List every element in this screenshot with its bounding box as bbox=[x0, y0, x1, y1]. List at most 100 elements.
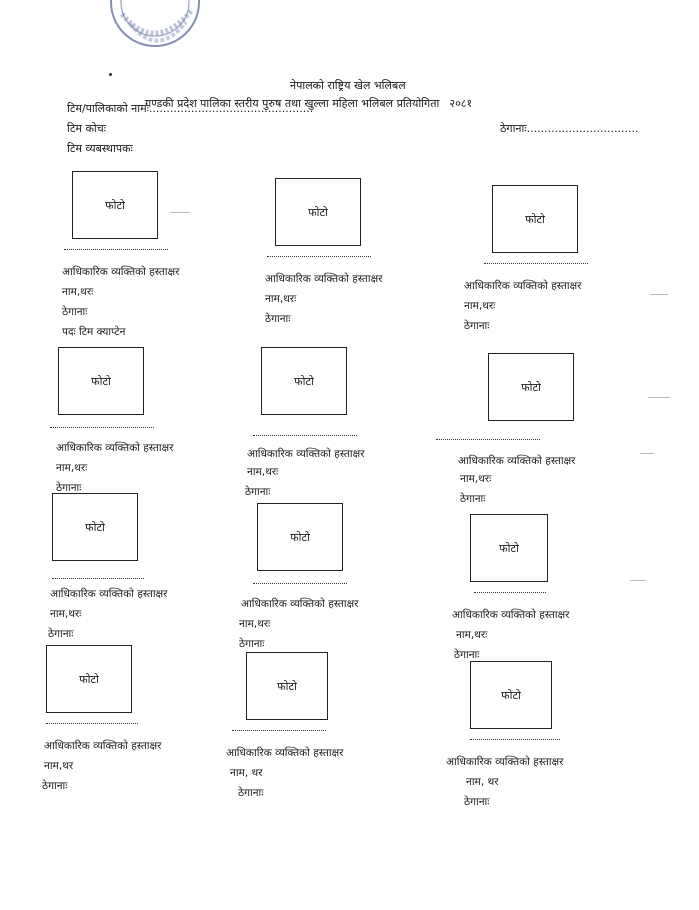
photo-box: फोटो bbox=[58, 347, 144, 415]
signature-line bbox=[436, 439, 540, 440]
address-label: ठेगानाः bbox=[239, 638, 265, 650]
address-label: ठेगानाः bbox=[245, 486, 271, 498]
address-label: ठेगानाः bbox=[62, 306, 88, 318]
photo-box: फोटो bbox=[470, 661, 552, 729]
address-label: ठेगानाः bbox=[238, 787, 264, 799]
player-card: फोटो आधिकारिक व्यक्तिको हस्ताक्षर नाम, थ… bbox=[226, 652, 436, 812]
name-label: नाम,थरः bbox=[50, 608, 82, 620]
photo-box: फोटो bbox=[72, 171, 158, 239]
seal-stamp-icon bbox=[110, 0, 200, 47]
document-subtitle: गण्डकी प्रदेश पालिका स्तरीय पुरुष तथा खु… bbox=[145, 96, 472, 111]
signature-line bbox=[64, 249, 168, 250]
photo-box: फोटो bbox=[46, 645, 132, 713]
photo-label: फोटो bbox=[105, 198, 125, 212]
team-name-field: टिम/पालिकाको नामः.......................… bbox=[67, 102, 314, 115]
ink-dot bbox=[109, 73, 112, 76]
team-manager-field: टिम व्यबस्थापकः bbox=[67, 142, 133, 155]
player-card: फोटो आधिकारिक व्यक्तिको हस्ताक्षर नाम,थर… bbox=[48, 493, 242, 653]
player-card: फोटो आधिकारिक व्यक्तिको हस्ताक्षर नाम,थर… bbox=[452, 514, 660, 674]
scan-speck bbox=[648, 397, 670, 398]
name-label: नाम,थरः bbox=[56, 462, 88, 474]
signature-label: आधिकारिक व्यक्तिको हस्ताक्षर bbox=[50, 588, 168, 600]
photo-label: फोटो bbox=[294, 374, 314, 388]
year-text: २०८१ bbox=[449, 97, 473, 110]
photo-box: फोटो bbox=[246, 652, 328, 720]
signature-line bbox=[253, 435, 357, 436]
address-label: ठेगानाः bbox=[42, 780, 68, 792]
signature-line bbox=[484, 263, 588, 264]
name-label: नाम,थरः bbox=[456, 629, 488, 641]
signature-line bbox=[50, 427, 154, 428]
address-label: ठेगानाः bbox=[265, 313, 291, 325]
photo-box: फोटो bbox=[492, 185, 578, 253]
name-label: नाम,थरः bbox=[62, 286, 94, 298]
role-label: पदः टिम क्याप्टेन bbox=[62, 326, 126, 338]
signature-label: आधिकारिक व्यक्तिको हस्ताक्षर bbox=[458, 455, 576, 467]
scan-speck bbox=[640, 453, 654, 454]
official-seal bbox=[100, 0, 210, 62]
address-label: ठेगानाः bbox=[56, 482, 82, 494]
photo-box: फोटो bbox=[275, 178, 361, 246]
address-label: ठेगानाः bbox=[48, 628, 74, 640]
player-card: फोटो आधिकारिक व्यक्तिको हस्ताक्षर नाम,थर… bbox=[239, 503, 447, 663]
player-card: फोटो आधिकारिक व्यक्तिको हस्ताक्षर नाम,थर… bbox=[50, 347, 248, 507]
photo-box: फोटो bbox=[257, 503, 343, 571]
signature-line bbox=[474, 592, 546, 593]
signature-line bbox=[253, 583, 347, 584]
player-card: फोटो आधिकारिक व्यक्तिको हस्ताक्षर नाम,थर… bbox=[464, 185, 682, 345]
signature-label: आधिकारिक व्यक्तिको हस्ताक्षर bbox=[446, 756, 564, 768]
name-label: नाम, थर bbox=[230, 767, 263, 779]
photo-label: फोटो bbox=[290, 530, 310, 544]
photo-label: फोटो bbox=[521, 380, 541, 394]
signature-line bbox=[52, 578, 144, 579]
address-field: ठेगानाः................................ bbox=[500, 122, 639, 135]
team-coach-field: टिम कोचः bbox=[67, 122, 106, 135]
photo-label: फोटो bbox=[91, 374, 111, 388]
photo-label: फोटो bbox=[499, 541, 519, 555]
signature-line bbox=[46, 723, 138, 724]
signature-label: आधिकारिक व्यक्तिको हस्ताक्षर bbox=[464, 280, 582, 292]
photo-box: फोटो bbox=[52, 493, 138, 561]
player-card: फोटो आधिकारिक व्यक्तिको हस्ताक्षर नाम, थ… bbox=[446, 661, 660, 821]
signature-label: आधिकारिक व्यक्तिको हस्ताक्षर bbox=[247, 448, 365, 460]
photo-label: फोटो bbox=[277, 679, 297, 693]
address-label: ठेगानाः bbox=[464, 796, 490, 808]
photo-label: फोटो bbox=[308, 205, 328, 219]
photo-label: फोटो bbox=[79, 672, 99, 686]
photo-box: फोटो bbox=[470, 514, 548, 582]
signature-label: आधिकारिक व्यक्तिको हस्ताक्षर bbox=[56, 442, 174, 454]
player-card: फोटो आधिकारिक व्यक्तिको हस्ताक्षर नाम,थर… bbox=[42, 645, 236, 805]
signature-label: आधिकारिक व्यक्तिको हस्ताक्षर bbox=[44, 740, 162, 752]
signature-line bbox=[267, 256, 371, 257]
name-label: नाम,थरः bbox=[265, 293, 297, 305]
signature-line bbox=[232, 730, 326, 731]
player-card: फोटो आधिकारिक व्यक्तिको हस्ताक्षर नाम,थर… bbox=[436, 353, 678, 513]
document-title: नेपालको राष्ट्रिय खेल भलिबल bbox=[290, 79, 406, 92]
signature-label: आधिकारिक व्यक्तिको हस्ताक्षर bbox=[265, 273, 383, 285]
name-label: नाम, थर bbox=[466, 776, 499, 788]
photo-label: फोटो bbox=[525, 212, 545, 226]
address-label: ठेगानाः bbox=[460, 493, 486, 505]
signature-label: आधिकारिक व्यक्तिको हस्ताक्षर bbox=[241, 598, 359, 610]
scan-speck bbox=[630, 580, 646, 581]
signature-label: आधिकारिक व्यक्तिको हस्ताक्षर bbox=[62, 266, 180, 278]
name-label: नाम,थरः bbox=[239, 618, 271, 630]
signature-line bbox=[470, 739, 560, 740]
scan-speck bbox=[170, 212, 190, 213]
address-label: ठेगानाः bbox=[464, 320, 490, 332]
signature-label: आधिकारिक व्यक्तिको हस्ताक्षर bbox=[452, 609, 570, 621]
photo-label: फोटो bbox=[501, 688, 521, 702]
name-label: नाम,थरः bbox=[247, 466, 279, 478]
photo-label: फोटो bbox=[85, 520, 105, 534]
player-card: फोटो आधिकारिक व्यक्तिको हस्ताक्षर नाम,थर… bbox=[62, 171, 262, 338]
subtitle-text: गण्डकी प्रदेश पालिका स्तरीय पुरुष तथा खु… bbox=[145, 97, 440, 110]
player-card: फोटो आधिकारिक व्यक्तिको हस्ताक्षर नाम,थर… bbox=[245, 347, 451, 507]
address-label: ठेगानाः bbox=[454, 649, 480, 661]
name-label: नाम,थरः bbox=[460, 473, 492, 485]
signature-label: आधिकारिक व्यक्तिको हस्ताक्षर bbox=[226, 747, 344, 759]
player-card: फोटो आधिकारिक व्यक्तिको हस्ताक्षर नाम,थर… bbox=[265, 178, 465, 338]
name-label: नाम,थर bbox=[44, 760, 74, 772]
name-label: नाम,थरः bbox=[464, 300, 496, 312]
scan-speck bbox=[650, 294, 668, 295]
